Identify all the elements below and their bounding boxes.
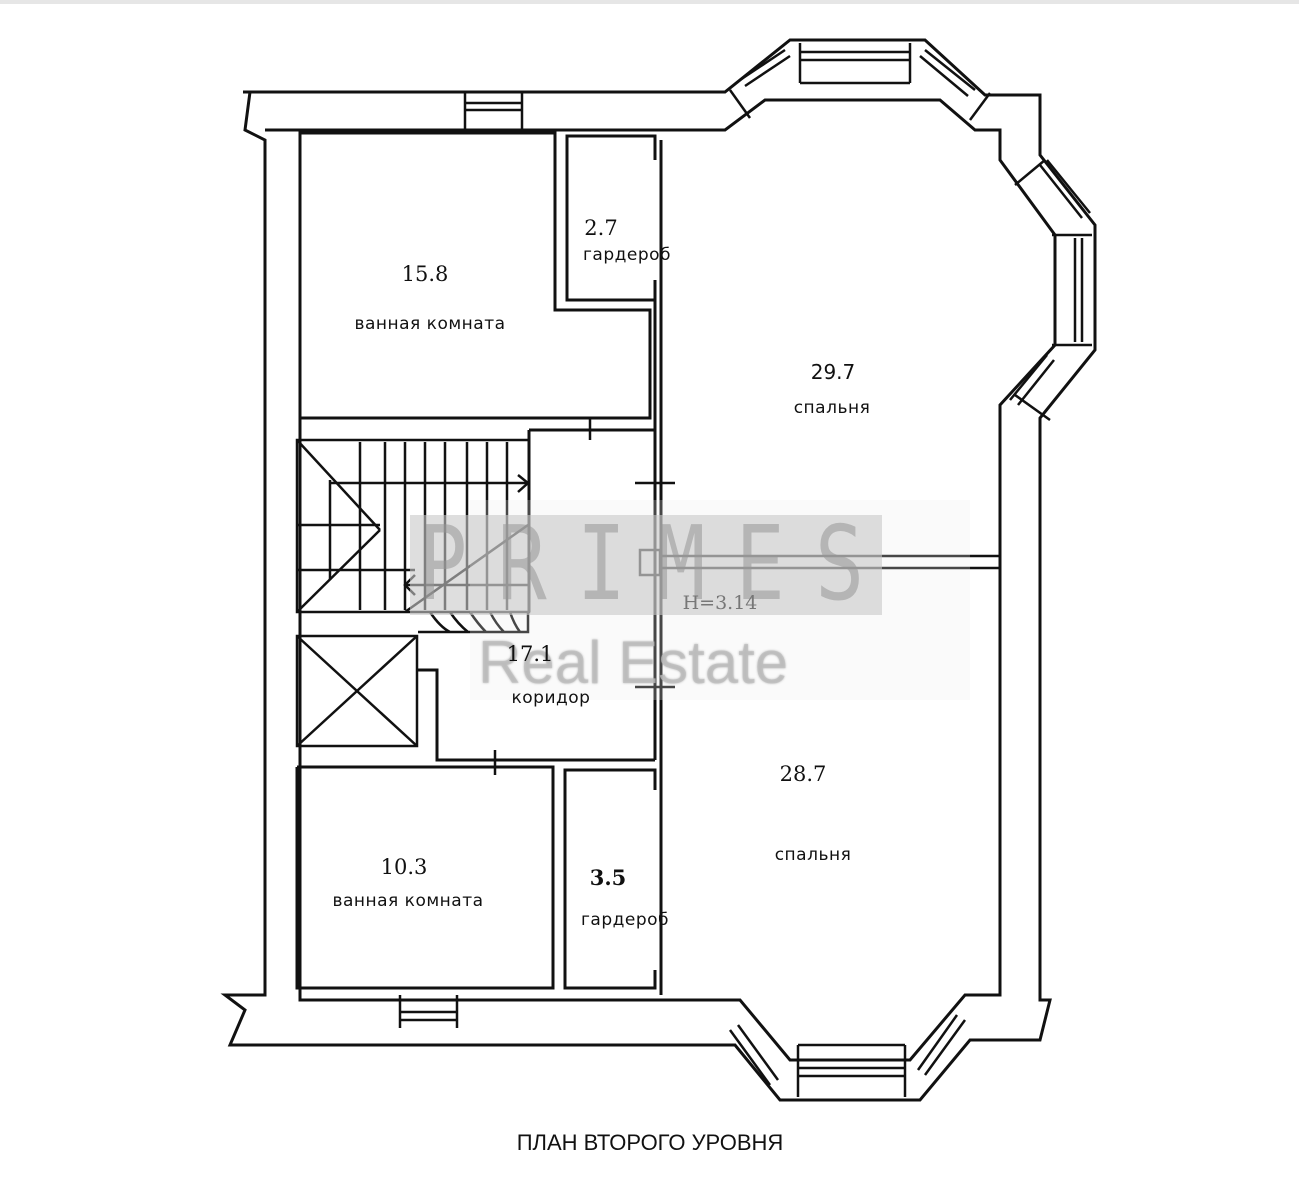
bathroom-1-walls <box>298 131 652 420</box>
bay-window-right <box>1009 159 1092 422</box>
watermark-brand: PRIMES <box>418 505 895 624</box>
watermark-subtitle: Real Estate <box>478 629 789 696</box>
elevator-shaft <box>295 634 419 748</box>
bay-window-bottom <box>728 1014 967 1097</box>
room-name-wardrobe-1: гардероб <box>582 245 672 265</box>
top-border <box>0 0 1299 4</box>
room-area-bedroom-1: 29.7 <box>810 360 856 384</box>
room-area-bathroom-2: 10.3 <box>380 855 428 879</box>
room-area-wardrobe-1: 2.7 <box>584 216 618 240</box>
room-name-bedroom-2: спальня <box>774 845 852 865</box>
room-area-bathroom-1: 15.8 <box>401 262 449 286</box>
room-name-corridor: коридор <box>511 688 591 708</box>
room-area-wardrobe-2: 3.5 <box>589 865 627 890</box>
window-bottom-left <box>398 995 459 1028</box>
room-name-bathroom-1: ванная комната <box>354 314 506 334</box>
wardrobe-2-walls <box>563 768 663 990</box>
ceiling-height: H=3.14 <box>682 592 758 614</box>
bay-window-top <box>728 43 992 121</box>
room-name-wardrobe-2: гардероб <box>580 910 670 930</box>
room-name-bedroom-1: спальня <box>793 398 871 418</box>
room-area-bedroom-2: 28.7 <box>779 762 827 786</box>
window-top-left <box>463 92 524 130</box>
room-area-corridor: 17.1 <box>506 642 554 666</box>
bathroom-2-walls <box>295 765 555 990</box>
room-name-bathroom-2: ванная комната <box>332 891 484 911</box>
plan-caption: ПЛАН ВТОРОГО УРОВНЯ <box>516 1130 784 1155</box>
watermark-box <box>410 515 882 615</box>
